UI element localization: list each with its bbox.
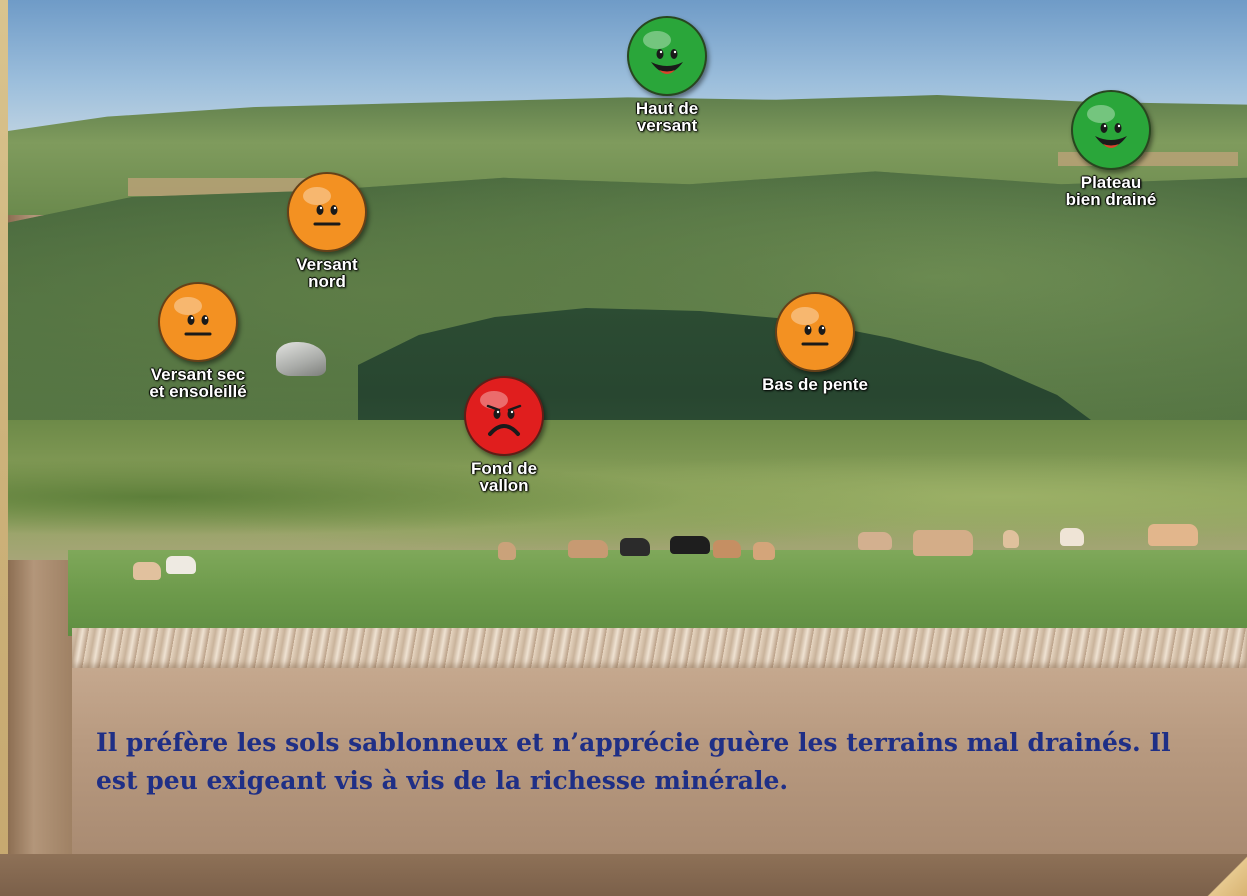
cow [620, 538, 650, 556]
cow [713, 540, 741, 558]
soil-deep-layer [0, 854, 1247, 896]
cow [753, 542, 775, 560]
cow [166, 556, 196, 574]
cow [1148, 524, 1198, 546]
happy-face-icon [627, 16, 707, 96]
cow [1003, 530, 1019, 548]
meadow [68, 550, 1247, 636]
corner-accent [1207, 856, 1247, 896]
sad-face-icon [464, 376, 544, 456]
soil-layer [72, 668, 1247, 854]
neutral-face-icon [775, 292, 855, 372]
neutral-face-icon [158, 282, 238, 362]
rock-outcrop [276, 342, 326, 376]
cow [1060, 528, 1084, 546]
left-border [0, 0, 8, 896]
cow [133, 562, 161, 580]
caption-text: Il préfère les sols sablonneux et n’appr… [96, 728, 1171, 795]
soil-surface-layer [72, 628, 1247, 668]
neutral-face-icon [287, 172, 367, 252]
cow [858, 532, 892, 550]
cow [913, 530, 973, 556]
marker-label: Bas de pente [762, 375, 868, 394]
happy-face-icon [1071, 90, 1151, 170]
cow [498, 542, 516, 560]
cow [568, 540, 608, 558]
marker-bas-de-pente: Bas de pente [755, 292, 875, 393]
shrub-line [8, 420, 1247, 560]
cow [670, 536, 710, 554]
field-patch [128, 178, 338, 196]
